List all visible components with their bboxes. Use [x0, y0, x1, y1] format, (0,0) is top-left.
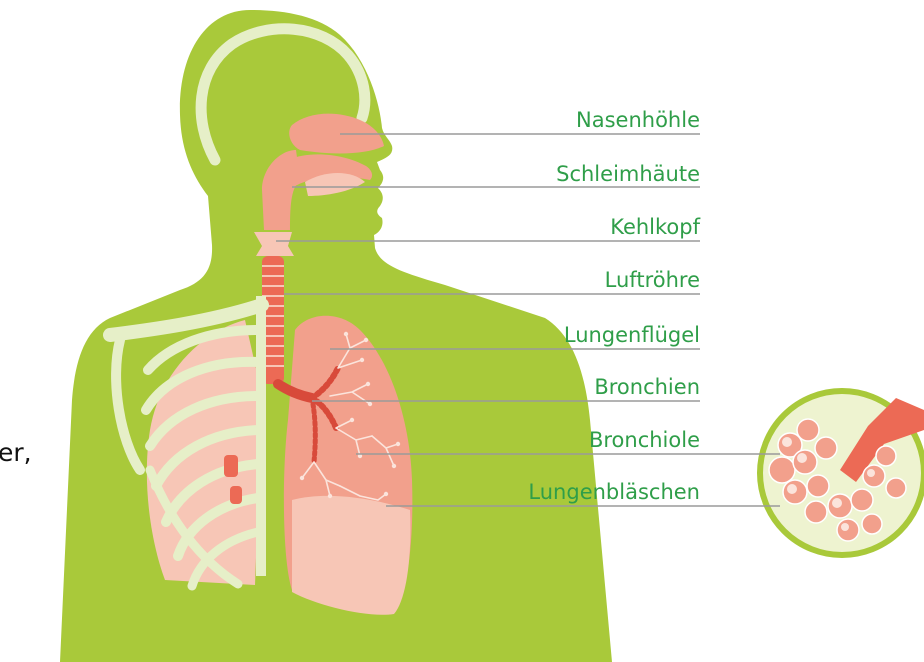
- label-lungenblaeschen: Lungenbläschen: [528, 480, 700, 504]
- label-nasenhoehle: Nasenhöhle: [576, 108, 700, 132]
- alveoli-inset: [760, 391, 924, 555]
- label-luftroehre: Luftröhre: [605, 268, 700, 292]
- label-bronchiole: Bronchiole: [589, 428, 700, 452]
- label-lungenfluegel: Lungenflügel: [564, 323, 700, 347]
- left-text-fragment: er,: [0, 438, 32, 467]
- lung-lower-lobe: [292, 496, 410, 615]
- label-kehlkopf: Kehlkopf: [610, 215, 700, 239]
- tissue-patch: [224, 455, 238, 477]
- label-schleimhaeute: Schleimhäute: [556, 162, 700, 186]
- tissue-patch: [230, 486, 242, 504]
- label-bronchien: Bronchien: [594, 375, 700, 399]
- sternum-icon: [256, 296, 266, 576]
